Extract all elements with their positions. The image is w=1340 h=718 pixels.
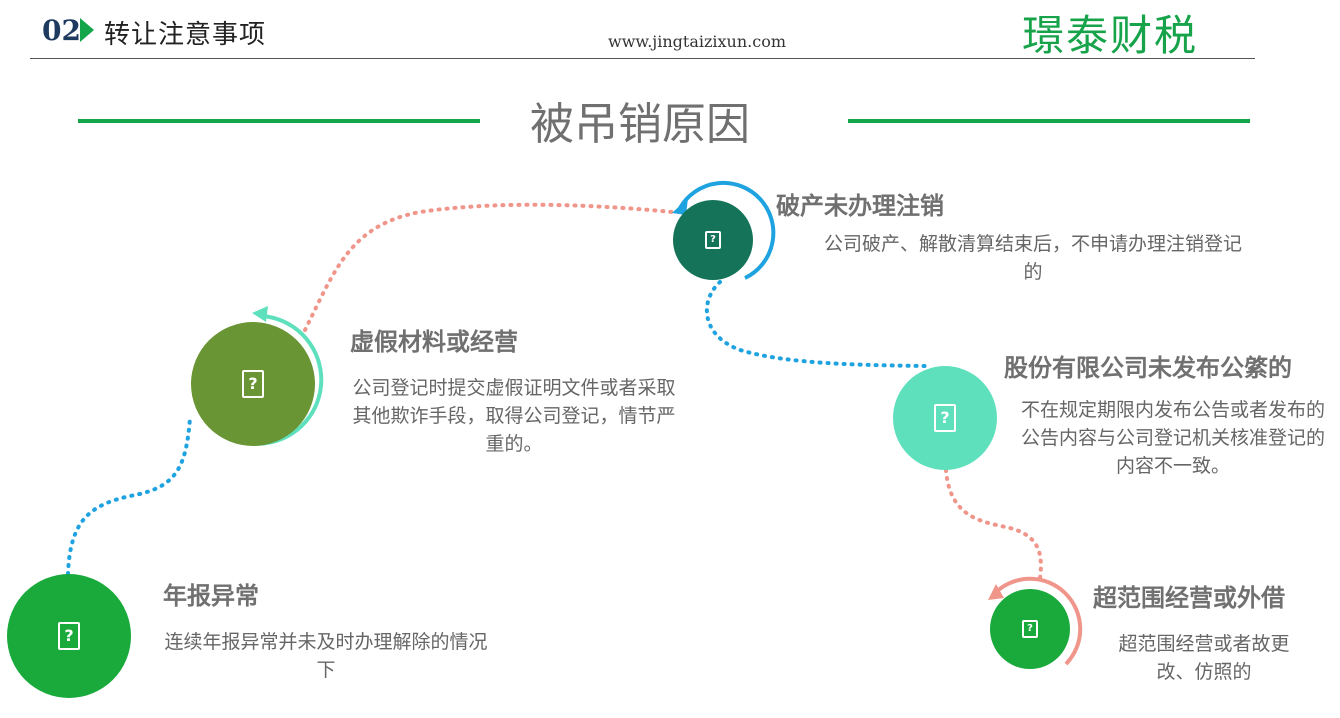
placeholder-icon: ? <box>705 231 721 249</box>
title-false-materials: 虚假材料或经营 <box>350 328 518 356</box>
circle-false-materials: ? <box>191 322 315 446</box>
circle-announcement: ? <box>893 366 997 470</box>
placeholder-icon: ? <box>934 404 956 432</box>
connector-bankruptcy-to-announcement <box>705 280 927 368</box>
arc-out-of-scope <box>992 576 1083 666</box>
title-announcement: 股份有限公司未发布公綮的 <box>1004 354 1292 382</box>
arc-bankruptcy <box>678 180 776 280</box>
title-out-of-scope: 超范围经营或外借 <box>1093 584 1285 612</box>
connector-false-to-bankruptcy <box>303 202 674 332</box>
connector-announcement-to-scope <box>944 468 1043 580</box>
placeholder-icon: ? <box>58 622 80 650</box>
desc-out-of-scope: 超范围经营或者故更改、仿照的 <box>1118 633 1290 683</box>
arrowhead-out-of-scope <box>988 584 1004 600</box>
circle-annual-report: ? <box>7 574 131 698</box>
title-line-right <box>848 119 1250 123</box>
circle-bankruptcy: ? <box>673 200 753 280</box>
brand-logo: 璟泰财税 <box>1022 11 1199 60</box>
placeholder-icon: ? <box>1022 620 1038 638</box>
title-line-left <box>78 119 480 123</box>
arrowhead-false-materials <box>252 306 268 322</box>
section-header-title: 转让注意事项 <box>104 20 267 50</box>
header-divider <box>30 58 1255 59</box>
desc-bankruptcy: 公司破产、解散清算结束后，不申请办理注销登记的 <box>823 233 1242 283</box>
title-annual-report: 年报异常 <box>163 582 259 610</box>
play-arrow-icon <box>80 18 94 42</box>
desc-annual-report: 连续年报异常并未及时办理解除的情况下 <box>164 631 488 681</box>
section-title: 被吊销原因 <box>530 99 750 150</box>
website-url: www.jingtaizixun.com <box>608 32 787 51</box>
section-number: 02 <box>42 14 81 47</box>
connector-annual-to-false <box>66 416 192 576</box>
desc-false-materials: 公司登记时提交虚假证明文件或者采取其他欺诈手段，取得公司登记，情节严重的。 <box>352 377 676 455</box>
desc-announcement: 不在规定期限内发布公告或者发布的公告内容与公司登记机关核准登记的内容不一致。 <box>1020 399 1325 477</box>
title-bankruptcy: 破产未办理注销 <box>776 192 944 220</box>
circle-out-of-scope: ? <box>990 589 1070 669</box>
placeholder-icon: ? <box>242 370 264 398</box>
